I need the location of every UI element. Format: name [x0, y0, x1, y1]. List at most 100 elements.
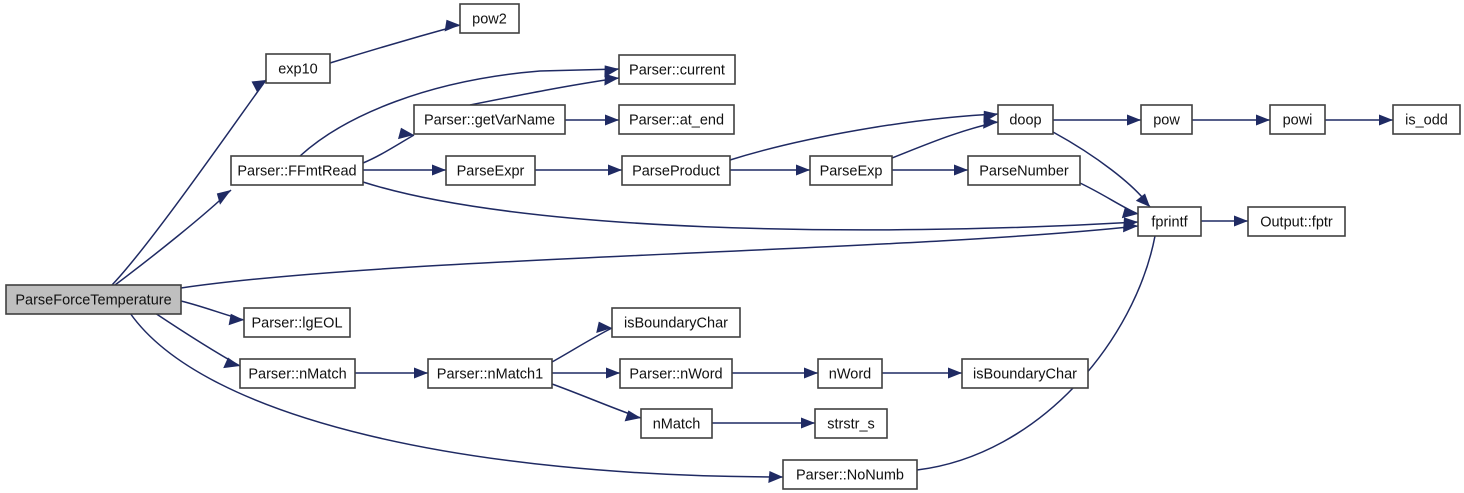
node-label: powi — [1283, 112, 1313, 128]
node-box[interactable] — [1247, 206, 1346, 237]
edge-ParserNMatch-to-ParserNMatch1 — [355, 367, 428, 379]
node-label: ParseForceTemperature — [15, 292, 171, 308]
arrowhead-icon — [608, 164, 622, 176]
node-label: pow — [1153, 112, 1180, 128]
node-box[interactable] — [413, 104, 566, 135]
node-box[interactable] — [611, 307, 741, 338]
graph-node-ParserNMatch1[interactable]: Parser::nMatch1 — [427, 358, 553, 389]
graph-node-ParserNMatch[interactable]: Parser::nMatch — [239, 358, 356, 389]
node-box[interactable] — [618, 54, 736, 85]
node-label: Parser::nMatch1 — [437, 366, 543, 382]
arrowhead-icon — [228, 313, 244, 326]
graph-node-fprintf[interactable]: fprintf — [1137, 206, 1202, 237]
node-label: Parser::getVarName — [424, 112, 555, 128]
graph-node-ParserFFmtRead[interactable]: Parser::FFmtRead — [230, 155, 364, 186]
edge-line — [180, 225, 1139, 289]
arrowhead-icon — [606, 367, 620, 379]
graph-node-ParserNWord[interactable]: Parser::nWord — [619, 358, 733, 389]
node-box[interactable] — [1392, 104, 1461, 135]
node-box[interactable] — [814, 408, 888, 439]
arrowhead-icon — [1256, 114, 1270, 126]
arrowhead-icon — [948, 367, 962, 379]
node-box[interactable] — [621, 155, 731, 186]
graph-node-is_odd[interactable]: is_odd — [1392, 104, 1461, 135]
node-label: Parser::at_end — [629, 112, 724, 128]
arrowhead-icon — [605, 114, 619, 126]
edge-line — [729, 113, 999, 161]
node-box[interactable] — [782, 459, 918, 490]
node-box[interactable] — [997, 104, 1054, 135]
arrowhead-icon — [432, 164, 446, 176]
node-box[interactable] — [265, 53, 331, 84]
node-label: is_odd — [1405, 112, 1448, 128]
arrowhead-icon — [1379, 114, 1393, 126]
node-label: nWord — [829, 366, 871, 382]
edge-exp10-to-pow2 — [329, 19, 461, 64]
graph-node-pow2[interactable]: pow2 — [459, 3, 520, 34]
node-box[interactable] — [1269, 104, 1326, 135]
edge-line — [362, 181, 1139, 231]
graph-node-exp10[interactable]: exp10 — [265, 53, 331, 84]
node-box[interactable] — [427, 358, 553, 389]
arrowhead-icon — [398, 127, 414, 140]
graph-node-ParseExp[interactable]: ParseExp — [809, 155, 893, 186]
node-box[interactable] — [967, 155, 1081, 186]
graph-node-ParseExpr[interactable]: ParseExpr — [445, 155, 536, 186]
graph-node-isBoundaryChar1[interactable]: isBoundaryChar — [611, 307, 741, 338]
node-label: Parser::NoNumb — [796, 467, 904, 483]
edge-ParserNMatch1-to-isBoundaryChar1 — [551, 321, 613, 363]
node-label: fprintf — [1151, 214, 1188, 230]
graph-node-ParseForceTemperature[interactable]: ParseForceTemperature — [5, 284, 182, 315]
graph-node-isBoundaryChar2[interactable]: isBoundaryChar — [961, 358, 1089, 389]
node-box[interactable] — [809, 155, 893, 186]
graph-node-ParserCurrent[interactable]: Parser::current — [618, 54, 736, 85]
node-box[interactable] — [5, 284, 182, 315]
edge-ParseNumber-to-fprintf — [1079, 182, 1139, 219]
node-box[interactable] — [243, 307, 351, 338]
edge-nWord-to-isBoundaryChar2 — [882, 367, 962, 379]
graph-node-powi[interactable]: powi — [1269, 104, 1326, 135]
node-box[interactable] — [618, 104, 735, 135]
edge-line — [111, 79, 267, 286]
node-box[interactable] — [459, 3, 520, 34]
edge-line — [469, 77, 620, 106]
node-box[interactable] — [640, 408, 713, 439]
edge-ParseForceTemperature-to-exp10 — [111, 79, 267, 286]
graph-node-nMatch[interactable]: nMatch — [640, 408, 713, 439]
node-label: isBoundaryChar — [973, 366, 1077, 382]
node-label: pow2 — [472, 11, 507, 27]
arrowhead-icon — [1234, 215, 1248, 227]
graph-node-pow[interactable]: pow — [1140, 104, 1193, 135]
edge-ParseForceTemperature-to-ParserFFmtRead — [114, 189, 232, 286]
graph-node-nWord[interactable]: nWord — [817, 358, 883, 389]
arrowhead-icon — [804, 367, 818, 379]
node-box[interactable] — [445, 155, 536, 186]
edge-ParseForceTemperature-to-ParserNMatch — [154, 312, 241, 369]
graph-node-ParserLgEOL[interactable]: Parser::lgEOL — [243, 307, 351, 338]
graph-node-strstr_s[interactable]: strstr_s — [814, 408, 888, 439]
graph-node-doop[interactable]: doop — [997, 104, 1054, 135]
node-box[interactable] — [1137, 206, 1202, 237]
node-box[interactable] — [1140, 104, 1193, 135]
node-label: Parser::FFmtRead — [237, 163, 356, 179]
node-box[interactable] — [230, 155, 364, 186]
node-box[interactable] — [961, 358, 1089, 389]
edge-ParserGetVarName-to-ParserAtEnd — [565, 114, 619, 126]
edge-line — [299, 68, 620, 157]
edge-line — [551, 327, 613, 363]
graph-node-ParserGetVarName[interactable]: Parser::getVarName — [413, 104, 566, 135]
node-box[interactable] — [619, 358, 733, 389]
graph-node-ParserNoNumb[interactable]: Parser::NoNumb — [782, 459, 918, 490]
graph-node-ParseNumber[interactable]: ParseNumber — [967, 155, 1081, 186]
node-box[interactable] — [817, 358, 883, 389]
edge-ParseForceTemperature-to-ParserLgEOL — [180, 300, 245, 326]
edge-line — [916, 235, 1156, 471]
edge-ParseForceTemperature-to-fprintf — [180, 220, 1139, 289]
graph-node-OutputFptr[interactable]: Output::fptr — [1247, 206, 1346, 237]
edge-line — [362, 134, 415, 164]
arrowhead-icon — [1123, 217, 1138, 230]
graph-node-ParserAtEnd[interactable]: Parser::at_end — [618, 104, 735, 135]
node-box[interactable] — [239, 358, 356, 389]
graph-node-ParseProduct[interactable]: ParseProduct — [621, 155, 731, 186]
